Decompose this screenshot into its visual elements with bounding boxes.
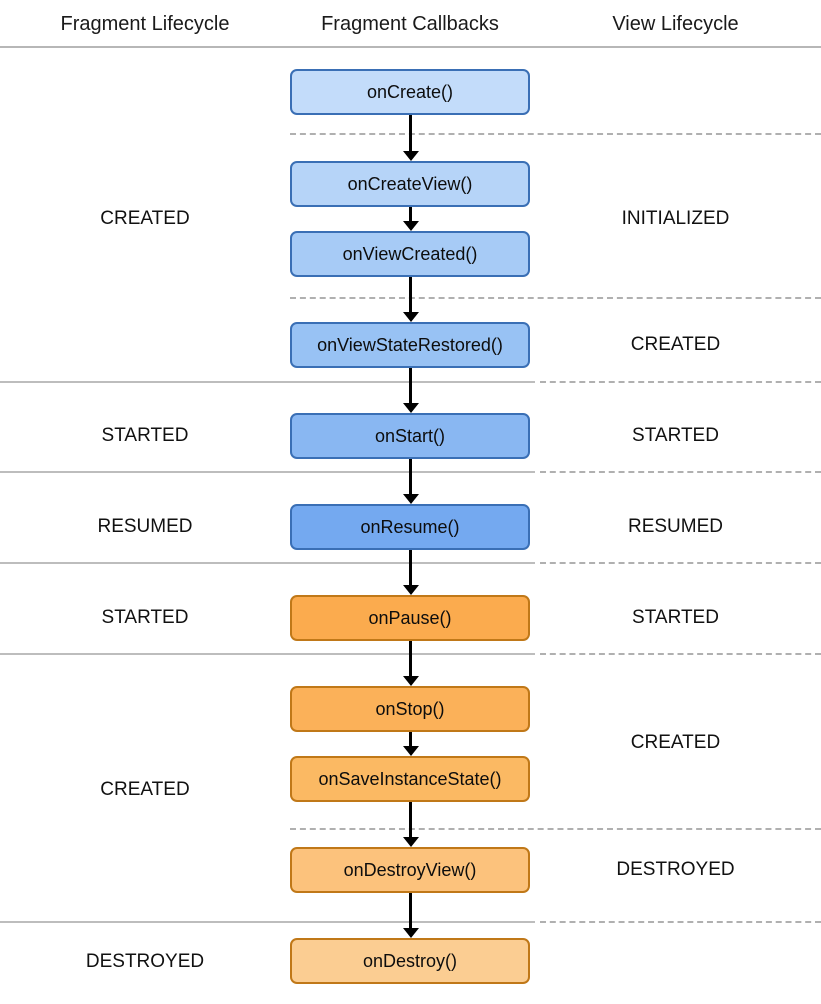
fragment-lifecycle-state-label: STARTED: [101, 607, 189, 628]
callback-box[interactable]: onViewCreated(): [290, 231, 530, 277]
view-lifecycle-state-label: INITIALIZED: [621, 208, 730, 229]
view-lifecycle-state-label: STARTED: [632, 607, 719, 628]
divider-solid: [0, 471, 535, 473]
view-lifecycle-state-label: RESUMED: [627, 516, 723, 537]
column-header-fragment-callbacks: Fragment Callbacks: [321, 13, 499, 35]
flow-arrow-down-icon: [409, 802, 412, 838]
view-lifecycle-state-label: CREATED: [630, 732, 721, 753]
flow-arrow-down-icon: [409, 893, 412, 929]
divider-dashed: [540, 381, 821, 383]
flow-arrow-down-icon: [409, 368, 412, 404]
divider-solid: [0, 921, 535, 923]
column-header-view-lifecycle: View Lifecycle: [612, 13, 739, 35]
flow-arrow-down-icon: [409, 115, 412, 152]
divider-dashed: [540, 562, 821, 564]
flow-arrow-down-icon: [409, 277, 412, 313]
callback-box[interactable]: onResume(): [290, 504, 530, 550]
divider-solid: [0, 562, 535, 564]
callback-box[interactable]: onCreate(): [290, 69, 530, 115]
column-header-fragment-lifecycle: Fragment Lifecycle: [60, 13, 230, 35]
view-lifecycle-state-label: CREATED: [630, 334, 721, 355]
divider-dashed: [290, 133, 821, 135]
flow-arrow-down-icon: [409, 207, 412, 222]
callback-box[interactable]: onDestroy(): [290, 938, 530, 984]
callback-box[interactable]: onStart(): [290, 413, 530, 459]
header-divider: [0, 46, 821, 48]
divider-dashed: [290, 297, 821, 299]
callback-box[interactable]: onCreateView(): [290, 161, 530, 207]
flow-arrow-down-icon: [409, 550, 412, 586]
fragment-lifecycle-state-label: CREATED: [100, 208, 190, 229]
flow-arrow-down-icon: [409, 641, 412, 677]
fragment-lifecycle-state-label: RESUMED: [97, 516, 193, 537]
callback-box[interactable]: onViewStateRestored(): [290, 322, 530, 368]
callback-box[interactable]: onDestroyView(): [290, 847, 530, 893]
divider-dashed: [540, 653, 821, 655]
flow-arrow-down-icon: [409, 459, 412, 495]
divider-dashed: [290, 828, 821, 830]
callback-box[interactable]: onStop(): [290, 686, 530, 732]
divider-solid: [0, 653, 535, 655]
callback-box[interactable]: onSaveInstanceState(): [290, 756, 530, 802]
view-lifecycle-state-label: DESTROYED: [616, 859, 735, 880]
callback-box[interactable]: onPause(): [290, 595, 530, 641]
fragment-lifecycle-state-label: DESTROYED: [85, 951, 205, 972]
divider-solid: [0, 381, 535, 383]
view-lifecycle-state-label: STARTED: [632, 425, 719, 446]
fragment-lifecycle-state-label: STARTED: [101, 425, 189, 446]
fragment-lifecycle-state-label: CREATED: [100, 779, 190, 800]
divider-dashed: [540, 471, 821, 473]
flow-arrow-down-icon: [409, 732, 412, 747]
divider-dashed: [540, 921, 821, 923]
